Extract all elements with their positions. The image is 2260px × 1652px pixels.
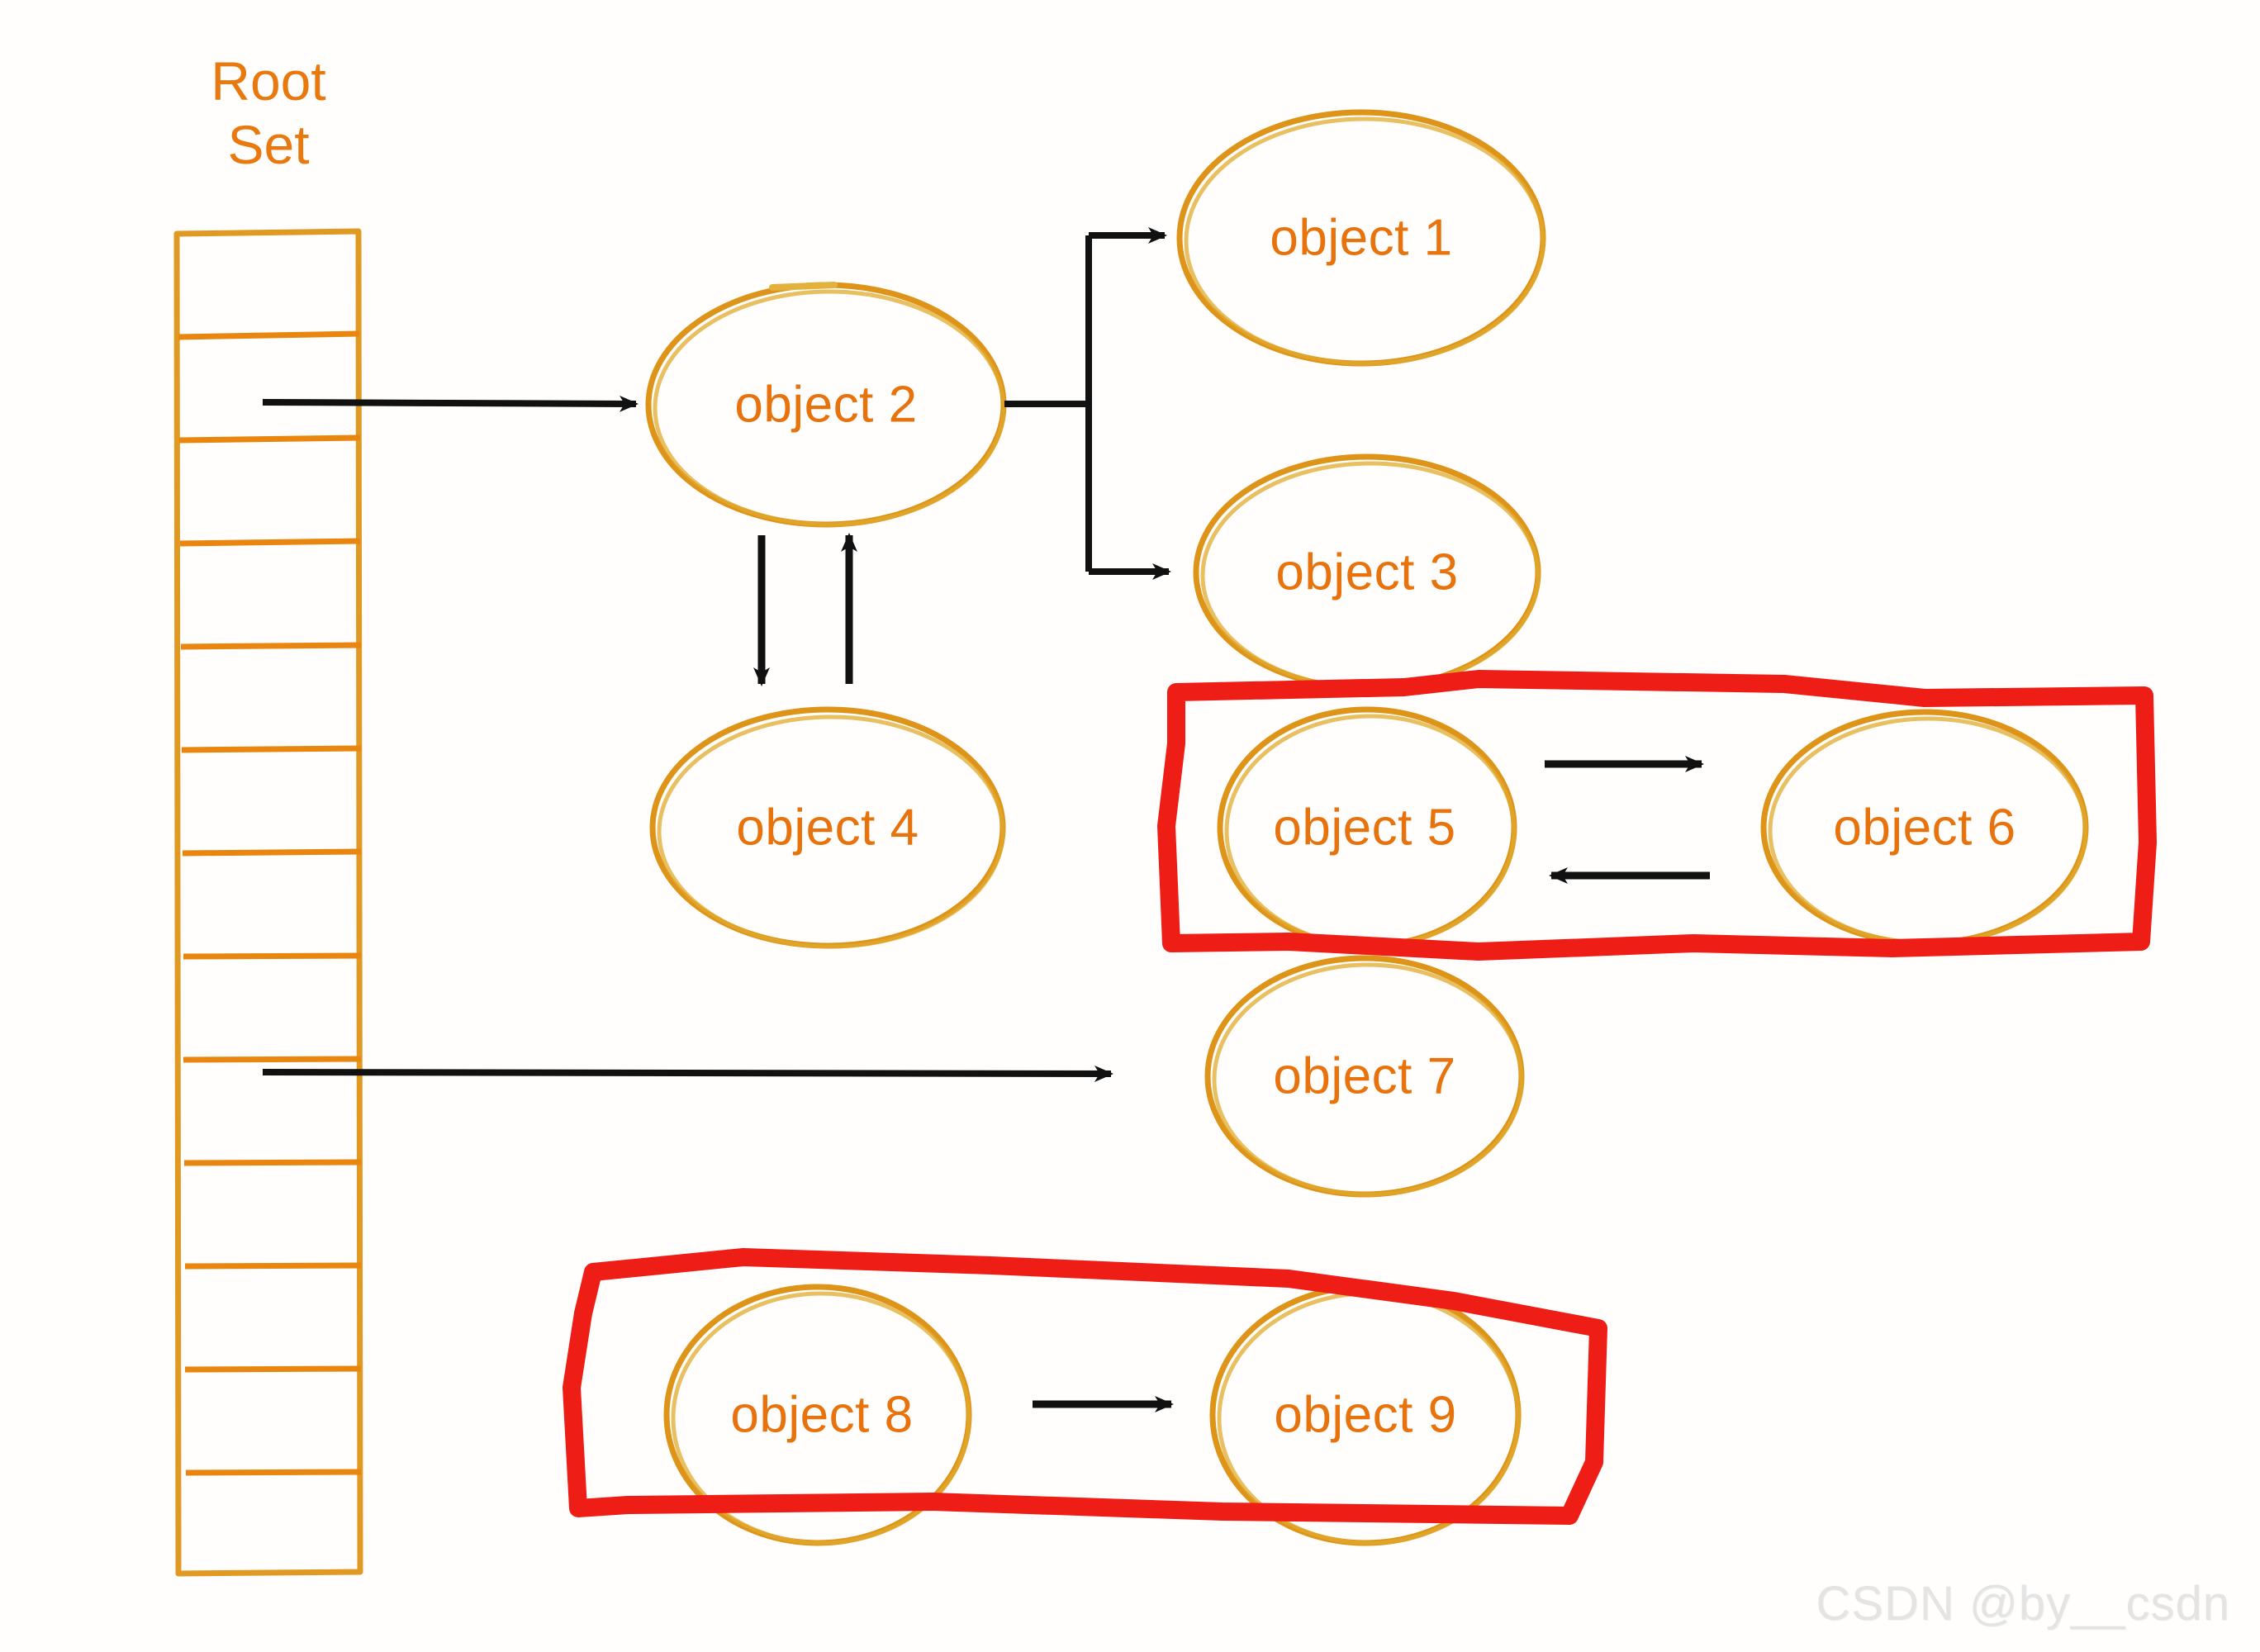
- root-set-table[interactable]: [173, 228, 363, 1577]
- node-ellipse-object5[interactable]: [1217, 706, 1517, 949]
- root-set-title-line1: Root: [211, 50, 326, 112]
- node-ellipse-object2[interactable]: [645, 282, 1007, 528]
- node-ellipse-object6[interactable]: [1760, 709, 2089, 947]
- node-ellipse-object4[interactable]: [649, 706, 1006, 949]
- watermark: CSDN @by__csdn: [1816, 1577, 2230, 1631]
- edge-rootset-to-object2: [262, 395, 639, 412]
- root-set-title: Root Set: [211, 50, 325, 176]
- edge-object2-branch: [1004, 227, 1171, 580]
- highlight-box-object5-object6[interactable]: [1157, 670, 2157, 961]
- node-ellipse-object1[interactable]: [1176, 109, 1546, 367]
- root-set-title-line2: Set: [227, 113, 310, 175]
- node-ellipse-object8[interactable]: [663, 1284, 972, 1546]
- node-ellipse-object7[interactable]: [1204, 955, 1525, 1198]
- highlight-box-object8-object9[interactable]: [563, 1248, 1607, 1525]
- node-ellipse-object3[interactable]: [1193, 453, 1541, 691]
- edge-rootset-to-object7: [262, 1065, 1113, 1082]
